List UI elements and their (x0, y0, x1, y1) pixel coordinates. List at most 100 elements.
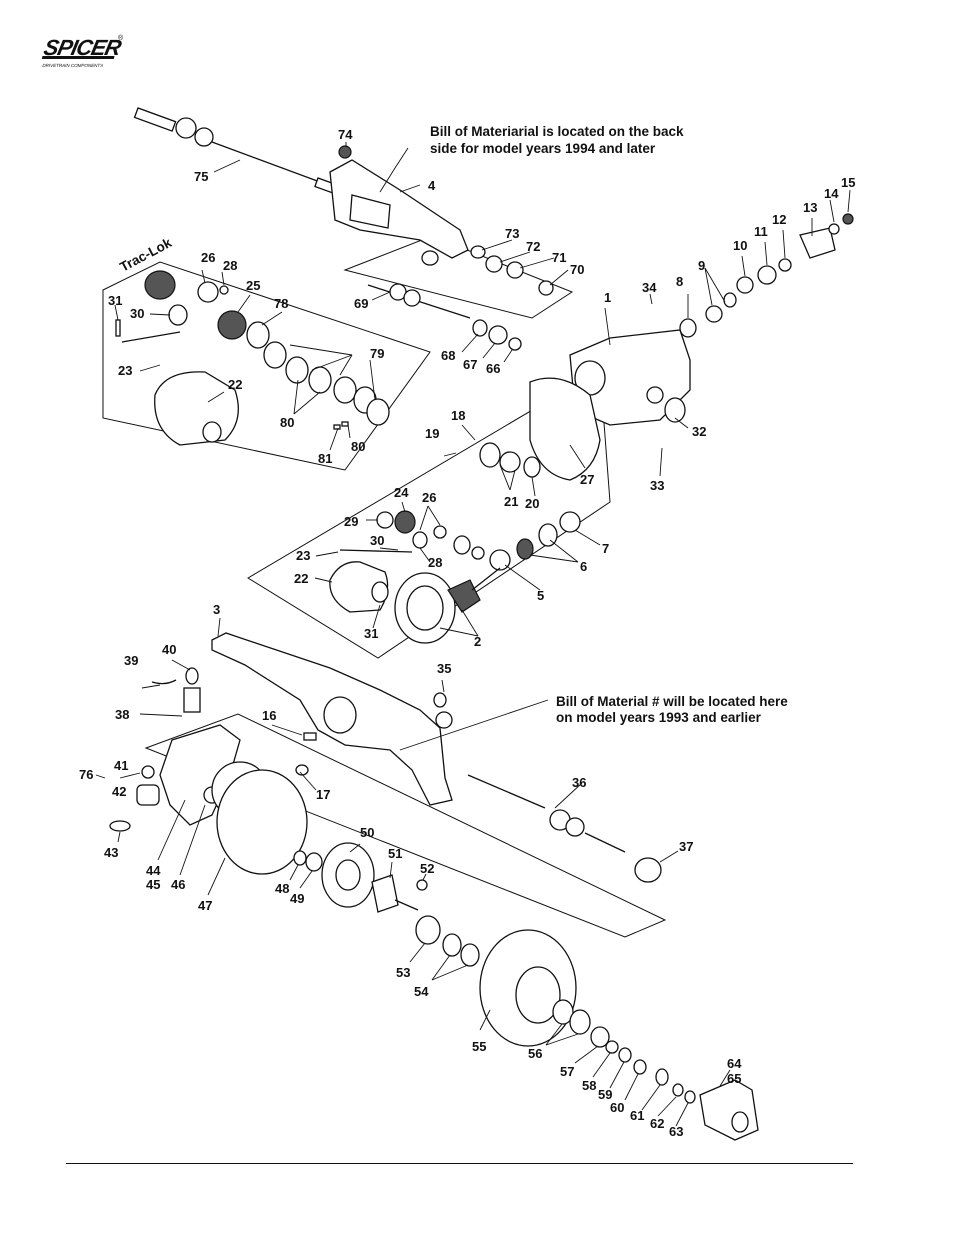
callout-61: 61 (630, 1108, 644, 1123)
logo-registered-mark: ® (118, 34, 124, 42)
callout-26: 26 (422, 490, 436, 505)
callout-39: 39 (124, 653, 138, 668)
callout-69: 69 (354, 296, 368, 311)
callout-40: 40 (162, 642, 176, 657)
callout-72: 72 (526, 239, 540, 254)
callout-76: 76 (79, 767, 93, 782)
callout-33: 33 (650, 478, 664, 493)
housing-arm-right (329, 145, 469, 266)
callout-20: 20 (525, 496, 539, 511)
callout-29: 29 (344, 514, 358, 529)
callout-56: 56 (528, 1046, 542, 1061)
callout-22: 22 (294, 571, 308, 586)
callout-19: 19 (425, 426, 439, 441)
callout-63: 63 (669, 1124, 683, 1139)
callout-10: 10 (733, 238, 747, 253)
callout-5: 5 (537, 588, 544, 603)
callout-50: 50 (360, 825, 374, 840)
callout-31: 31 (364, 626, 378, 641)
callout-22-inset: 22 (228, 377, 242, 392)
callout-8: 8 (676, 274, 683, 289)
callout-80-left: 80 (280, 415, 294, 430)
upper-axle-shaft (133, 107, 344, 197)
callout-1: 1 (604, 290, 611, 305)
axle-shaft-group (367, 245, 554, 351)
callout-44: 44 (146, 863, 161, 878)
callout-53: 53 (396, 965, 410, 980)
trac-lok-inset-parts (115, 270, 390, 446)
callout-15: 15 (841, 175, 855, 190)
carrier-housing (529, 329, 691, 481)
callout-70: 70 (570, 262, 584, 277)
callout-68: 68 (441, 348, 455, 363)
callout-73: 73 (505, 226, 519, 241)
callout-66: 66 (486, 361, 500, 376)
knuckle-ball-joint-group (109, 667, 309, 875)
callout-65: 65 (727, 1071, 741, 1086)
callout-9: 9 (698, 258, 705, 273)
callout-26-inset: 26 (201, 250, 215, 265)
callout-45: 45 (146, 877, 160, 892)
callout-11: 11 (754, 224, 768, 239)
bom-back-note-line1: Bill of Materiarial is located on the ba… (430, 124, 684, 139)
callout-79: 79 (370, 346, 384, 361)
callout-24: 24 (394, 485, 409, 500)
callout-41: 41 (114, 758, 128, 773)
callout-28-inset: 28 (223, 258, 237, 273)
callout-52: 52 (420, 861, 434, 876)
callout-13: 13 (803, 200, 817, 215)
bom-back-note-line2: side for model years 1994 and later (430, 141, 656, 156)
callout-51: 51 (388, 846, 402, 861)
callout-27: 27 (580, 472, 594, 487)
callout-42: 42 (112, 784, 126, 799)
callout-49: 49 (290, 891, 304, 906)
callout-4: 4 (428, 178, 436, 193)
callout-16: 16 (262, 708, 276, 723)
callout-75: 75 (194, 169, 208, 184)
differential-case-ring-gear (329, 561, 501, 644)
callout-78: 78 (274, 296, 288, 311)
logo-wordmark: SPICER (42, 35, 124, 60)
callout-55: 55 (472, 1039, 486, 1054)
callout-23-inset: 23 (118, 363, 132, 378)
callout-48: 48 (275, 881, 289, 896)
bom-here-note-line2: on model years 1993 and earlier (556, 710, 762, 725)
callout-43: 43 (104, 845, 118, 860)
callout-17: 17 (316, 787, 330, 802)
callout-59: 59 (598, 1087, 612, 1102)
callout-30: 30 (370, 533, 384, 548)
callout-58: 58 (582, 1078, 596, 1093)
callout-74: 74 (338, 127, 353, 142)
callout-71: 71 (552, 250, 566, 265)
callout-60: 60 (610, 1100, 624, 1115)
callout-62: 62 (650, 1116, 664, 1131)
knuckle-group-frame (144, 713, 667, 938)
callout-6: 6 (580, 559, 587, 574)
callout-23: 23 (296, 548, 310, 563)
hub-rotor-group (293, 842, 759, 1141)
front-axle-housing (211, 632, 453, 806)
callout-67: 67 (463, 357, 477, 372)
footer-rule (66, 1163, 853, 1164)
leader-lines (95, 142, 851, 1127)
callout-2: 2 (474, 634, 481, 649)
spicer-logo: SPICER DRIVETRAIN COMPONENTS ® (42, 34, 124, 68)
callout-54: 54 (414, 984, 429, 999)
callout-32: 32 (692, 424, 706, 439)
callout-35: 35 (437, 661, 451, 676)
lower-axle-shaft (467, 774, 662, 883)
pinion-yoke-group (679, 213, 854, 338)
callout-34: 34 (642, 280, 657, 295)
differential-group-frame (247, 369, 611, 659)
callout-12: 12 (772, 212, 786, 227)
callout-46: 46 (171, 877, 185, 892)
callout-81: 81 (318, 451, 332, 466)
callout-36: 36 (572, 775, 586, 790)
axle-shaft-group-frame (343, 235, 574, 319)
callout-37: 37 (679, 839, 693, 854)
callout-38: 38 (115, 707, 129, 722)
callout-57: 57 (560, 1064, 574, 1079)
part-callouts: 1 2 3 4 5 6 7 8 9 10 11 12 13 14 15 16 1… (79, 127, 855, 1139)
callout-64: 64 (727, 1056, 742, 1071)
callout-31-inset: 31 (108, 293, 122, 308)
